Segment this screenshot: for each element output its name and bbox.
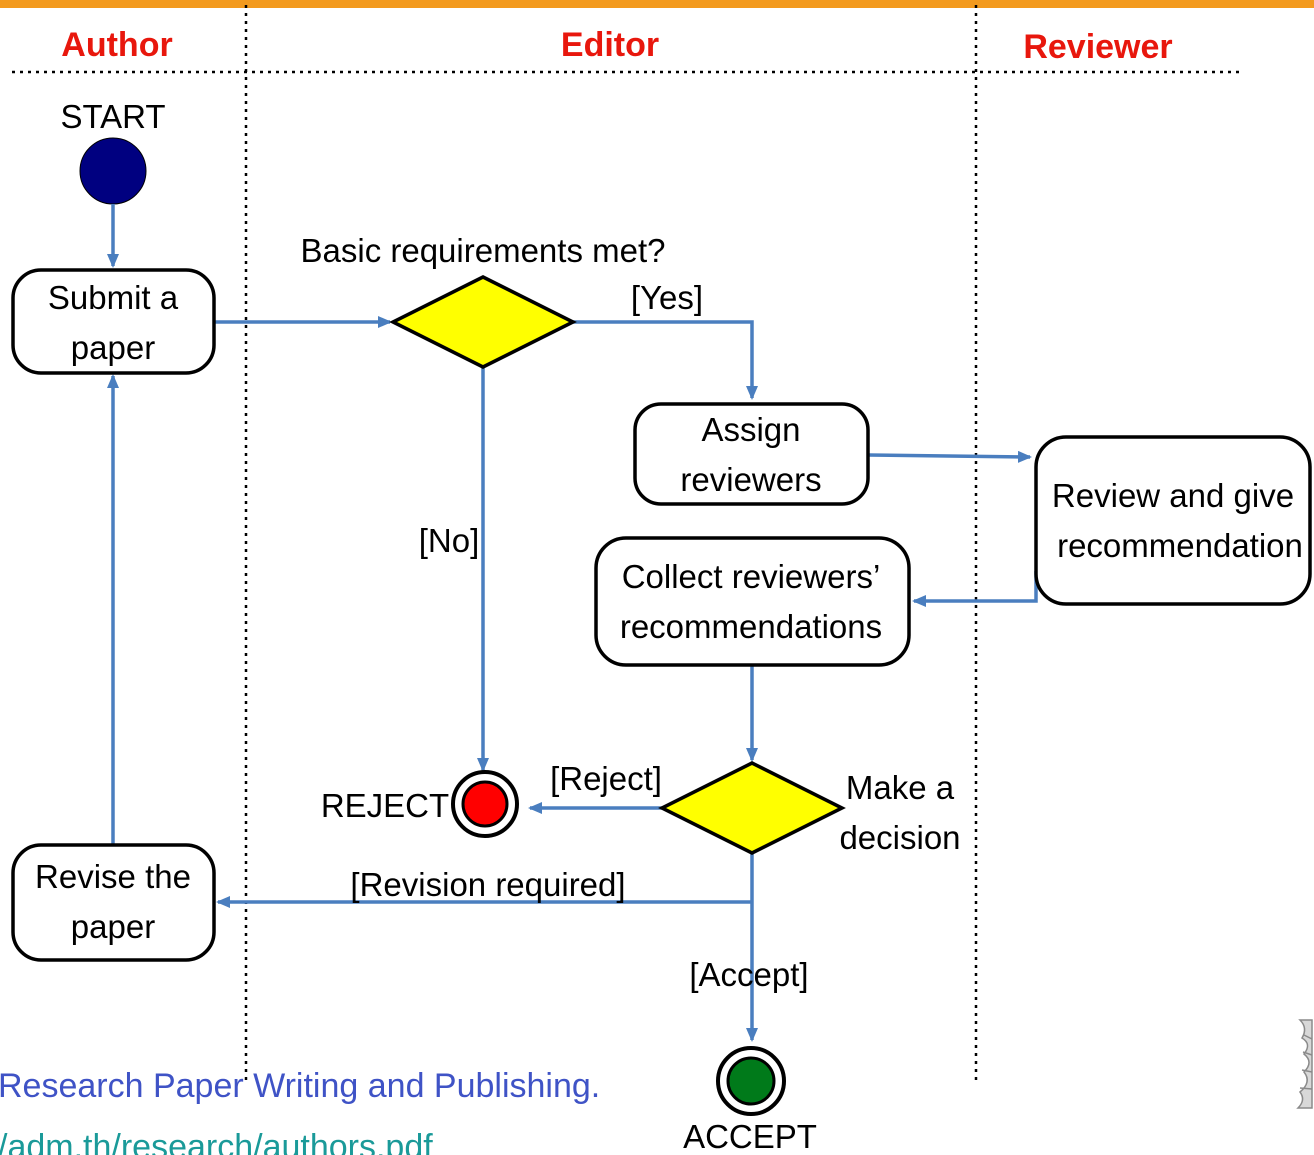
flow-assign-to-review (867, 450, 1032, 463)
footer-title: Research Paper Writing and Publishing. (0, 1067, 600, 1105)
collect-line2: recommendations (620, 608, 882, 645)
start-label: START (60, 98, 165, 135)
emblem-icon (1296, 1019, 1313, 1109)
lane-title-editor: Editor (561, 26, 659, 64)
assign-reviewers-line1: Assign (701, 411, 800, 448)
reject-label: REJECT (321, 787, 449, 824)
submit-paper-line2: paper (71, 329, 155, 366)
lane-title-author: Author (61, 26, 172, 64)
revise-paper-line2: paper (71, 908, 155, 945)
review-line1: Review and give (1052, 477, 1294, 514)
make-decision-node (658, 761, 846, 855)
top-accent-bar (0, 0, 1314, 8)
start-node (79, 137, 147, 205)
assign-reviewers-node (633, 402, 870, 506)
no-label: [No] (419, 522, 480, 559)
decision-line1: Make a (846, 769, 955, 806)
flow-yes (573, 320, 758, 400)
revise-paper-line1: Revise the (35, 858, 191, 895)
revision-edge-label: [Revision required] (350, 866, 625, 903)
revise-paper-node (11, 843, 216, 962)
footer-url: /adm.th/research/authors.pdf (0, 1128, 433, 1155)
review-node (1034, 435, 1312, 606)
requirements-decision-node (389, 275, 577, 369)
yes-label: [Yes] (631, 279, 703, 316)
check-label: Basic requirements met? (301, 232, 666, 269)
submit-paper-line1: Submit a (48, 279, 179, 316)
assign-reviewers-line2: reviewers (680, 461, 821, 498)
accept-node (726, 1056, 776, 1106)
collect-line1: Collect reviewers’ (622, 558, 881, 595)
accept-label: ACCEPT (683, 1118, 817, 1155)
review-line2: recommendation (1057, 527, 1303, 564)
reject-edge-label: [Reject] (550, 760, 662, 797)
decision-line2: decision (839, 819, 960, 856)
lane-title-reviewer: Reviewer (1023, 28, 1172, 66)
collect-recommendations-node (594, 536, 911, 667)
reject-node (461, 780, 509, 828)
accept-edge-label: [Accept] (689, 956, 808, 993)
submit-paper-node (11, 268, 216, 375)
